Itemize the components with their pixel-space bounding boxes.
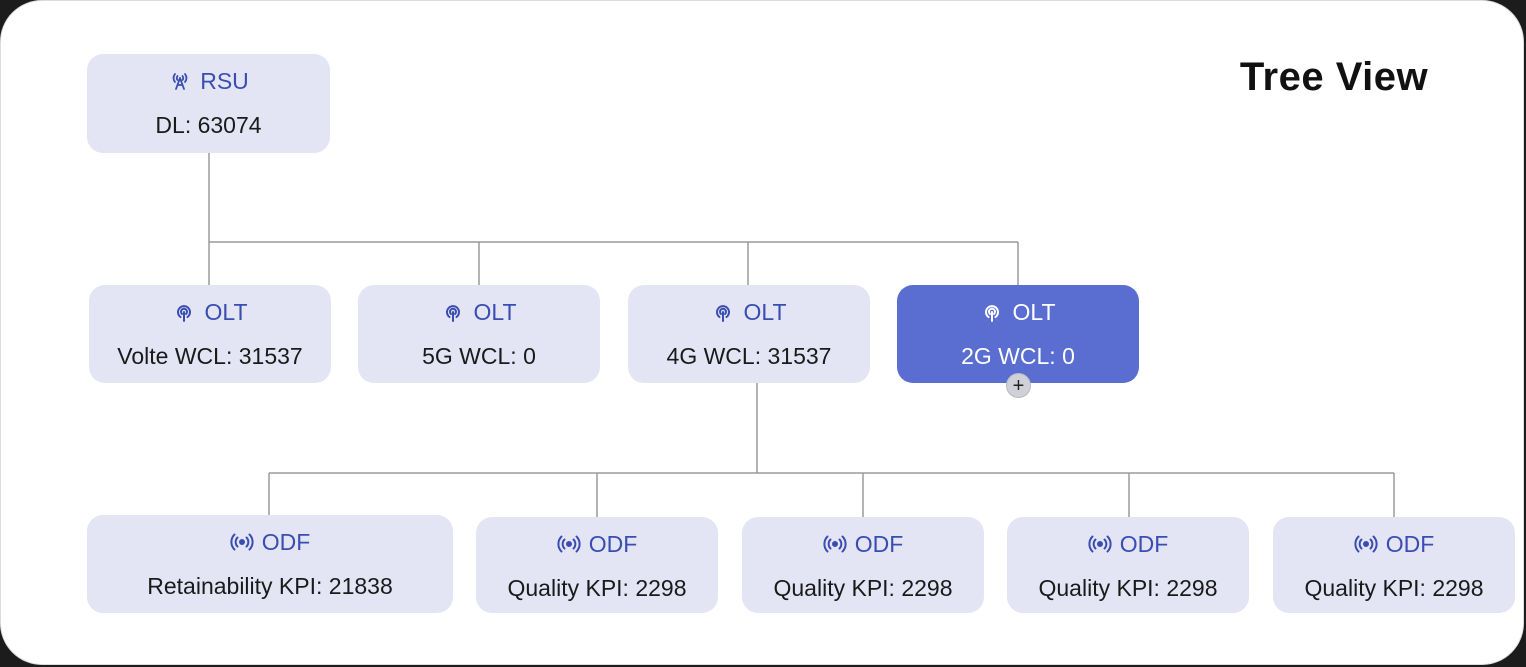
- node-header: RSU: [87, 66, 330, 96]
- broadcast-icon: [557, 532, 581, 556]
- expand-button[interactable]: +: [1006, 373, 1031, 398]
- broadcast-icon: [1354, 532, 1378, 556]
- node-type-label: OLT: [204, 298, 248, 325]
- antenna-icon: [168, 69, 192, 93]
- olt-node-2g[interactable]: OLT 2G WCL: 0: [897, 285, 1139, 383]
- node-type-label: RSU: [200, 67, 249, 94]
- signal-tower-icon: [980, 300, 1004, 324]
- node-value: Retainability KPI: 21838: [147, 573, 393, 599]
- olt-node-4g[interactable]: OLT 4G WCL: 31537: [628, 285, 870, 383]
- broadcast-icon: [1088, 532, 1112, 556]
- olt-node-volte[interactable]: OLT Volte WCL: 31537: [89, 285, 331, 383]
- node-header: ODF: [476, 529, 718, 559]
- node-header: ODF: [742, 529, 984, 559]
- node-type-label: ODF: [1119, 530, 1169, 557]
- node-header: ODF: [87, 527, 453, 557]
- node-value: DL: 63074: [155, 112, 262, 138]
- node-type-label: ODF: [588, 530, 638, 557]
- olt-node-5g[interactable]: OLT 5G WCL: 0: [358, 285, 600, 383]
- node-value: Volte WCL: 31537: [117, 343, 303, 369]
- node-header: OLT: [628, 297, 870, 327]
- odf-node-retainability[interactable]: ODF Retainability KPI: 21838: [87, 515, 453, 613]
- node-type-label: OLT: [1012, 298, 1056, 325]
- node-type-label: ODF: [261, 528, 311, 555]
- broadcast-icon: [230, 530, 254, 554]
- node-type-label: ODF: [854, 530, 904, 557]
- node-type-label: ODF: [1385, 530, 1435, 557]
- node-value: Quality KPI: 2298: [1038, 575, 1218, 601]
- signal-tower-icon: [711, 300, 735, 324]
- odf-node-quality[interactable]: ODF Quality KPI: 2298: [476, 517, 718, 613]
- node-header: OLT: [358, 297, 600, 327]
- odf-node-quality[interactable]: ODF Quality KPI: 2298: [1007, 517, 1249, 613]
- page-title: Tree View: [1239, 55, 1429, 99]
- rsu-node[interactable]: RSU DL: 63074: [87, 54, 330, 153]
- odf-node-quality[interactable]: ODF Quality KPI: 2298: [742, 517, 984, 613]
- node-value: 5G WCL: 0: [422, 343, 536, 369]
- node-value: Quality KPI: 2298: [507, 575, 687, 601]
- node-type-label: OLT: [743, 298, 787, 325]
- odf-node-quality[interactable]: ODF Quality KPI: 2298: [1273, 517, 1515, 613]
- node-value: Quality KPI: 2298: [1304, 575, 1484, 601]
- node-header: ODF: [1273, 529, 1515, 559]
- signal-tower-icon: [172, 300, 196, 324]
- node-value: 2G WCL: 0: [961, 343, 1075, 369]
- node-header: ODF: [1007, 529, 1249, 559]
- signal-tower-icon: [441, 300, 465, 324]
- node-header: OLT: [897, 297, 1139, 327]
- node-header: OLT: [89, 297, 331, 327]
- node-value: Quality KPI: 2298: [773, 575, 953, 601]
- broadcast-icon: [823, 532, 847, 556]
- node-value: 4G WCL: 31537: [666, 343, 832, 369]
- node-type-label: OLT: [473, 298, 517, 325]
